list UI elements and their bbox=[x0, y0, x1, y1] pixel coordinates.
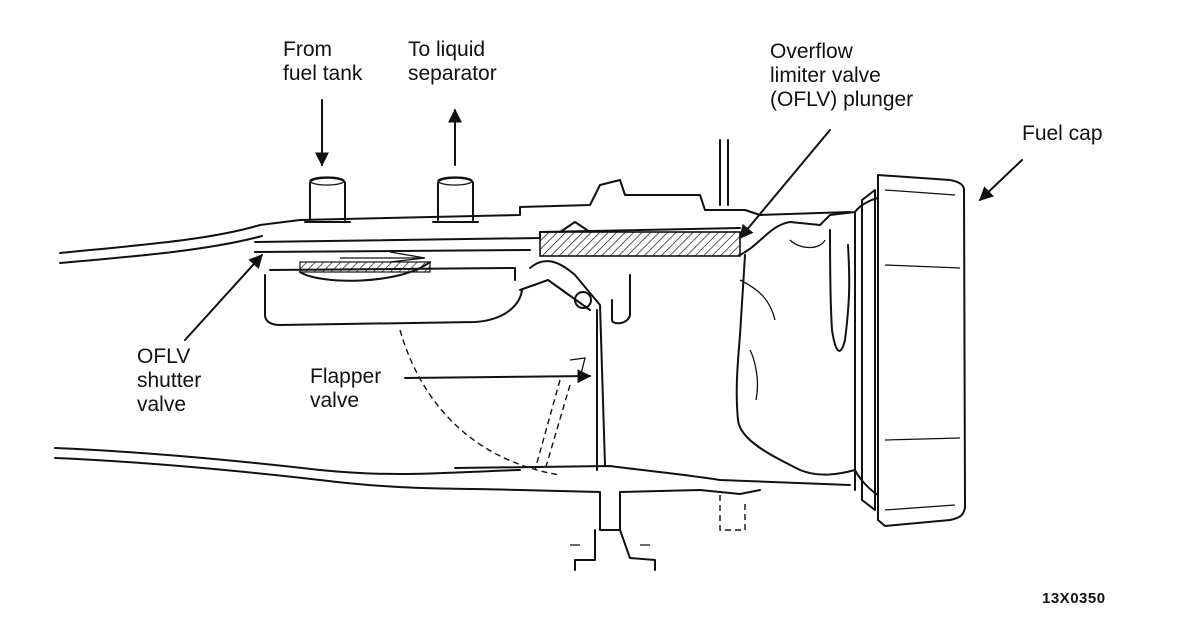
vapor-valve-housing bbox=[254, 179, 851, 326]
label-oflv-plunger: Overflow limiter valve (OFLV) plunger bbox=[770, 40, 914, 111]
lower-mounting-bracket bbox=[454, 465, 851, 571]
plunger-leader-arrow bbox=[739, 129, 831, 240]
shutter-valve-arrow bbox=[184, 253, 263, 341]
filler-neck-tube bbox=[54, 219, 521, 491]
flapper-valve-arrow bbox=[404, 369, 592, 384]
callout-arrows bbox=[184, 99, 1023, 384]
label-to-liquid-separator: To liquid separator bbox=[408, 38, 497, 85]
fuel-cap-arrow bbox=[978, 159, 1023, 201]
filler-boot bbox=[735, 211, 856, 491]
figure-code: 13X0350 bbox=[1042, 590, 1106, 607]
oflv-plunger-rod bbox=[539, 139, 741, 257]
separator-outlet-nipple bbox=[432, 176, 479, 223]
label-from-fuel-tank: From fuel tank bbox=[283, 38, 363, 85]
fuel-cap bbox=[854, 174, 966, 527]
label-oflv-shutter-valve: OFLV shutter valve bbox=[137, 345, 202, 416]
tank-inlet-nipple bbox=[304, 176, 351, 223]
flapper-valve-assembly bbox=[399, 260, 631, 476]
label-flapper-valve: Flapper valve bbox=[310, 365, 382, 412]
label-fuel-cap: Fuel cap bbox=[1022, 122, 1103, 145]
